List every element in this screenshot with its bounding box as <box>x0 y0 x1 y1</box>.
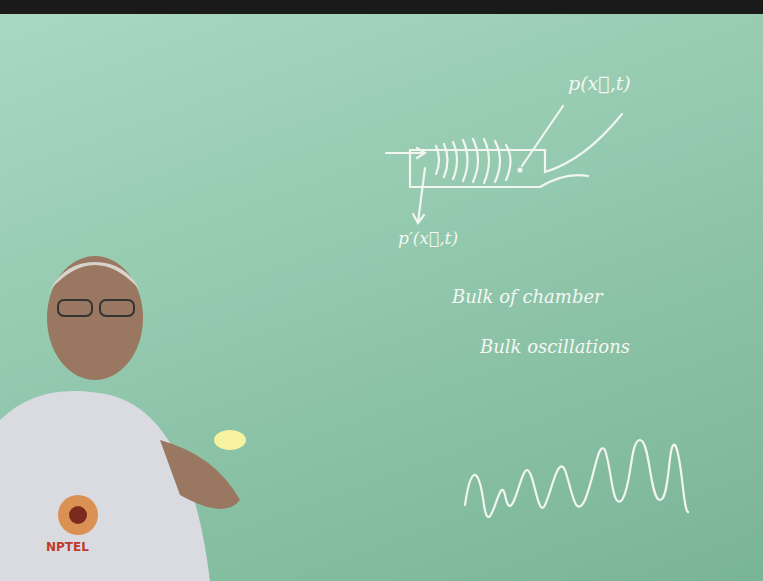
chamber-sketch <box>386 106 688 517</box>
top-edge <box>0 0 763 14</box>
logo-text: NPTEL <box>46 540 89 554</box>
pressure-fluctuation-label: p′(x⃗,t) <box>398 228 458 248</box>
lecturer-figure <box>0 256 246 581</box>
nptel-logo <box>58 495 98 535</box>
pressure-label: p(x⃗,t) <box>568 72 631 94</box>
chalk-note: Bulk oscillations <box>480 336 630 357</box>
chalk-note: Bulk of chamber <box>452 286 603 307</box>
